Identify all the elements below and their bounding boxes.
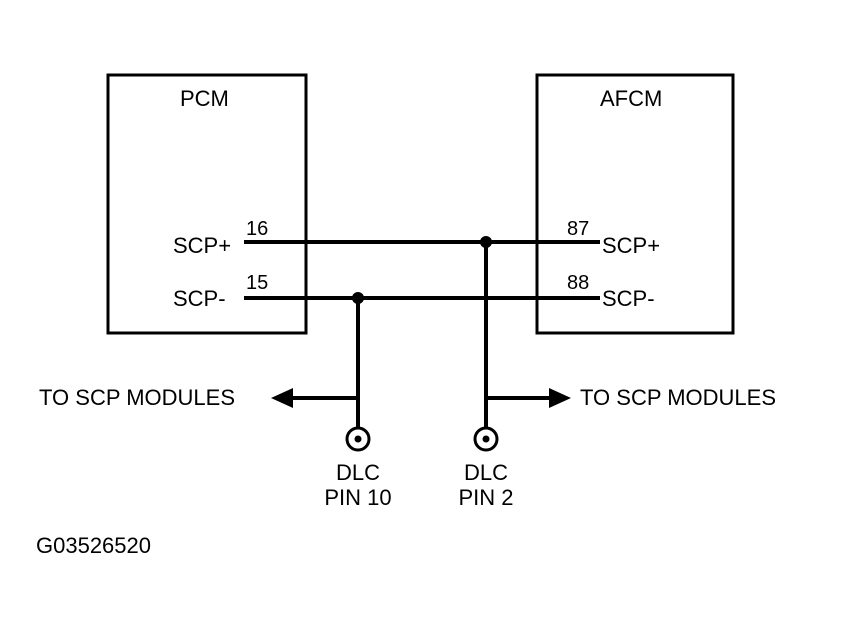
left-branch-label: TO SCP MODULES — [39, 385, 236, 410]
dlc-pin2-connector-icon — [473, 426, 499, 452]
dlc-pin10-connector-icon — [345, 426, 371, 452]
afcm-scp-minus-label: SCP- — [602, 286, 655, 311]
pcm-scp-minus-pin: 15 — [246, 272, 269, 294]
dlc-pin10-label: DLC PIN 10 — [314, 462, 402, 509]
dlc-pin10-line1: DLC — [335, 460, 380, 485]
figure-id: G03526520 — [36, 533, 151, 558]
pcm-scp-plus-pin: 16 — [246, 218, 269, 240]
afcm-title: AFCM — [600, 86, 663, 111]
pcm-box — [106, 73, 308, 335]
dlc-pin10-line2: PIN 10 — [324, 485, 392, 510]
pcm-title: PCM — [180, 86, 229, 111]
afcm-scp-minus-pin: 88 — [567, 272, 590, 294]
right-arrow-icon — [549, 388, 571, 408]
pcm-scp-minus-label: SCP- — [173, 286, 226, 311]
afcm-scp-plus-pin: 87 — [567, 218, 590, 240]
dlc-pin2-line2: PIN 2 — [458, 485, 514, 510]
afcm-box — [535, 73, 735, 335]
left-arrow-icon — [271, 388, 293, 408]
dlc-pin2-line1: DLC — [463, 460, 508, 485]
pcm-scp-plus-label: SCP+ — [173, 233, 232, 258]
dlc-pin2-label: DLC PIN 2 — [442, 462, 530, 509]
afcm-scp-plus-label: SCP+ — [602, 233, 661, 258]
right-branch-label: TO SCP MODULES — [580, 385, 777, 410]
